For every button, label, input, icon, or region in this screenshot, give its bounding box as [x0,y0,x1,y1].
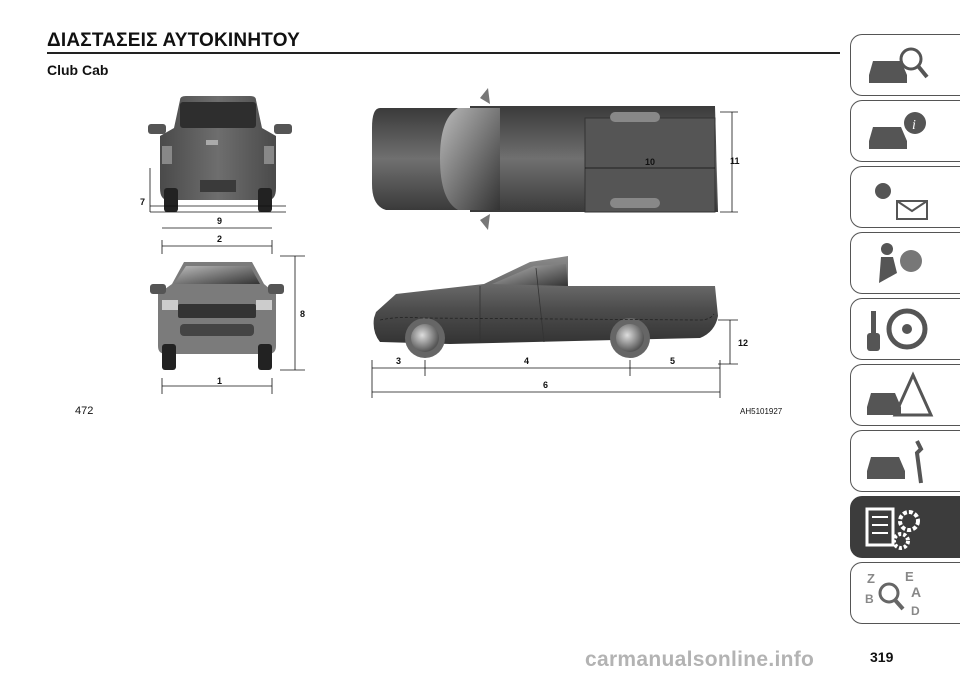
section-subtitle: Club Cab [47,62,109,78]
specs-gears-icon [865,507,920,550]
tab-index[interactable]: Z E B A D [850,562,960,624]
figure-code: AH5101927 [740,407,783,416]
tab-specs[interactable] [850,496,960,558]
tab-key-steering[interactable] [850,298,960,360]
tab-car-info[interactable]: i [850,100,960,162]
dimension-label-12: 12 [738,338,748,348]
dimension-label-3: 3 [396,356,401,366]
dimension-label-7: 7 [140,197,145,207]
key-steering-wheel-icon [867,308,928,351]
dimension-label-8: 8 [300,309,305,319]
vehicle-dimensions-figure: 7 9 2 8 1 [140,88,748,398]
svg-text:A: A [911,584,921,600]
page-title: ΔΙΑΣΤΑΣΕΙΣ ΑΥΤΟΚΙΝΗΤΟΥ [47,30,301,51]
svg-text:Z: Z [867,571,875,586]
rear-dimensions [149,168,286,229]
index-search-icon: Z E B A D [865,569,921,618]
car-hazard-triangle-icon [867,371,934,417]
tab-airbag[interactable] [850,232,960,294]
car-info-icon: i [869,112,926,149]
title-divider [47,52,840,54]
warning-lights-mail-icon [875,183,928,220]
dimension-label-2: 2 [217,234,222,244]
dimension-label-6: 6 [543,380,548,390]
front-view-drawing [150,262,284,370]
dimension-label-5: 5 [670,356,675,366]
dimension-lines-front [161,240,305,394]
svg-text:D: D [911,604,920,618]
dimension-label-10: 10 [645,157,655,167]
watermark: carmanualsonline.info [585,648,815,671]
car-search-icon [869,47,929,83]
page-number: 319 [870,649,894,665]
figure-number: 472 [75,405,94,417]
side-view-drawing [373,256,718,358]
dimension-label-9: 9 [217,216,222,226]
dimension-lines-top [585,111,738,213]
svg-text:B: B [865,592,874,606]
rear-view-drawing [148,96,292,212]
tab-car-wrench[interactable] [850,430,960,492]
dimension-lines-side [371,319,738,398]
dimension-label-4: 4 [524,356,529,366]
tab-warning-lights[interactable] [850,166,960,228]
svg-text:E: E [905,569,914,584]
top-view-drawing [372,88,718,230]
airbag-seat-icon [879,243,922,283]
tab-car-search[interactable] [850,34,960,96]
dimension-label-1: 1 [217,376,222,386]
svg-text:i: i [912,118,916,133]
dimension-label-11: 11 [730,156,740,166]
car-wrench-icon [867,440,924,484]
tab-car-hazard[interactable] [850,364,960,426]
